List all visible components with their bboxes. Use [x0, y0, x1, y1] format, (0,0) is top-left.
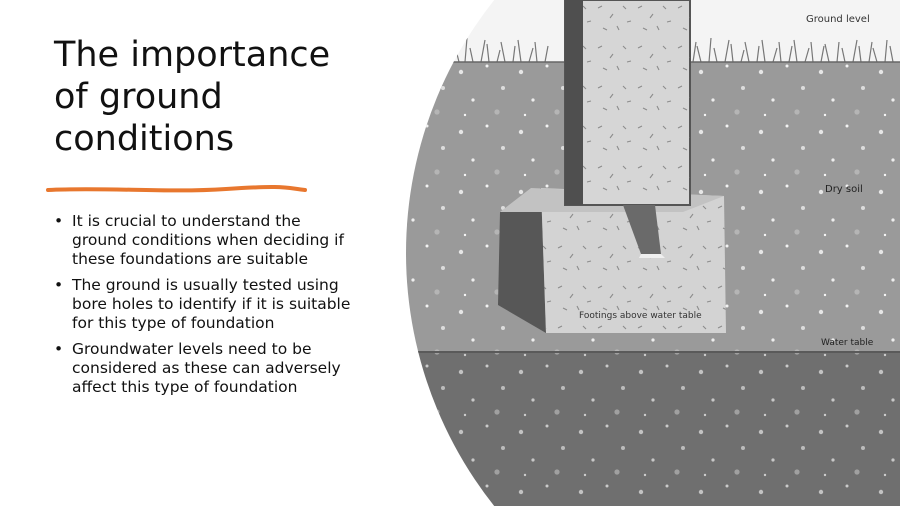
bullet-text: Groundwater levels need to be considered… [72, 340, 341, 396]
bullet-item: • The ground is usually tested using bor… [54, 276, 354, 333]
bullet-marker: • [54, 340, 64, 358]
footing-groove [623, 205, 661, 254]
label-footings: Footings above water table [579, 311, 702, 321]
bullet-item: • Groundwater levels need to be consider… [54, 340, 354, 397]
title-accent-line [46, 185, 307, 193]
bullet-marker: • [54, 276, 64, 294]
label-water-table: Water table [821, 338, 874, 348]
label-ground-level: Ground level [806, 14, 870, 25]
bullet-marker: • [54, 212, 64, 230]
label-dry-soil: Dry soil [825, 184, 863, 195]
bullet-item: • It is crucial to understand the ground… [54, 212, 354, 269]
bullet-list: • It is crucial to understand the ground… [54, 212, 354, 404]
slide-title: The importance of ground conditions [54, 35, 331, 159]
footing-side [498, 188, 546, 333]
bullet-text: The ground is usually tested using bore … [72, 276, 351, 332]
bullet-text: It is crucial to understand the ground c… [72, 212, 344, 268]
foundation-diagram: Ground level Dry soil Footings above wat… [406, 0, 900, 506]
